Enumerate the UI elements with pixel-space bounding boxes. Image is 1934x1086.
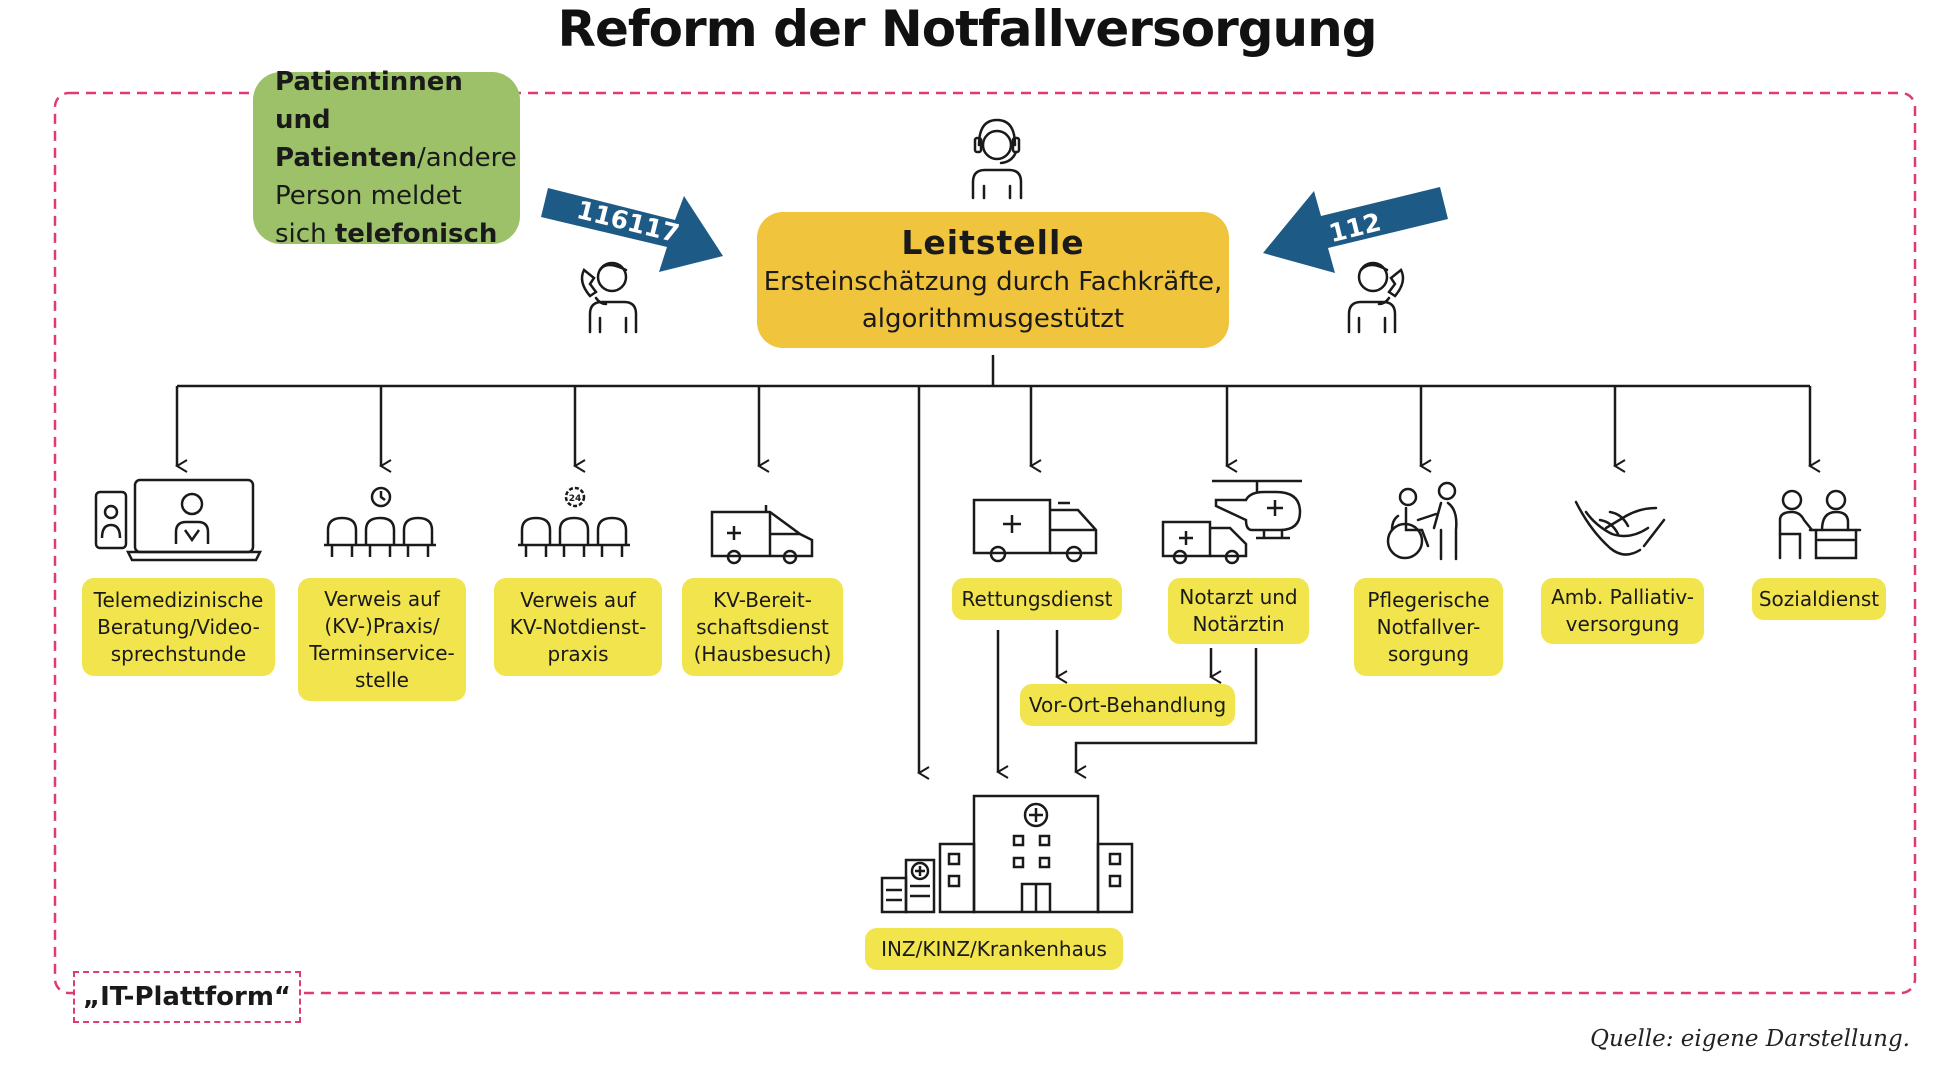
holding-hands-icon [1574,500,1666,556]
page-title: Reform der Notfallversorgung [557,0,1377,58]
caller-line2-rest: /andere [416,143,517,173]
ambulance-icon [972,498,1098,563]
dispatch-title: Leitstelle [901,223,1085,262]
hospital-icon [880,794,1134,914]
hotline-arrow-112: 112 [1263,187,1448,273]
hospital-box: INZ/KINZ/Krankenhaus [865,928,1123,970]
it-platform-frame [53,91,1917,995]
desk-consultation-icon [1778,489,1862,560]
waiting-room-24h-icon: 24 [518,486,630,557]
caller-text: Patientinnen und Patienten/andere Person… [275,63,517,253]
caller-line4-bold: telefonisch [334,219,498,249]
service-sozialdienst: Sozialdienst [1752,578,1886,620]
caller-right-icon [1347,261,1405,334]
service-palliativversorgung: Amb. Palliativ- versorgung [1541,578,1704,644]
hotline-116117-label: 116117 [574,195,682,248]
svg-text:24: 24 [569,494,582,504]
service-telemedicine: Telemedizinische Beratung/Video- sprechs… [82,578,275,676]
dispatch-center-box: Leitstelle Ersteinschätzung durch Fachkr… [757,212,1229,348]
van-icon [710,505,814,565]
caller-box: Patientinnen und Patienten/andere Person… [253,67,520,249]
caller-left-icon [580,261,638,334]
service-rettungsdienst: Rettungsdienst [952,578,1122,620]
care-wheelchair-icon [1386,481,1458,561]
dispatch-subtitle: Ersteinschätzung durch Fachkräfte, algor… [763,267,1223,334]
caller-line1: Patientinnen und [275,67,463,135]
helicopter-ambulance-icon [1161,479,1302,565]
service-notarzt: Notarzt und Notärztin [1168,578,1309,644]
service-praxis-referral: Verweis auf (KV-)Praxis/ Terminservice- … [298,578,466,701]
hotline-arrow-116117: 116117 [541,188,723,272]
connector-tree [175,355,1821,780]
headset-operator-icon [971,118,1023,200]
caller-line2-bold: Patienten [275,143,417,173]
caller-line4-pre: sich [275,219,335,249]
service-kv-notdienstpraxis: Verweis auf KV-Notdienst- praxis [494,578,662,676]
service-pflegerische-notfallversorgung: Pflegerische Notfallver- sorgung [1354,578,1503,676]
it-platform-label: „IT-Plattform“ [73,971,301,1023]
source-note: Quelle: eigene Darstellung. [1590,1026,1910,1052]
telemedicine-icon [94,478,263,562]
service-kv-bereitschaftsdienst: KV-Bereit- schaftsdienst (Hausbesuch) [682,578,843,676]
caller-line3: Person meldet [275,181,462,211]
waiting-room-icon [324,486,436,557]
onsite-treatment-box: Vor-Ort-Behandlung [1020,684,1235,726]
